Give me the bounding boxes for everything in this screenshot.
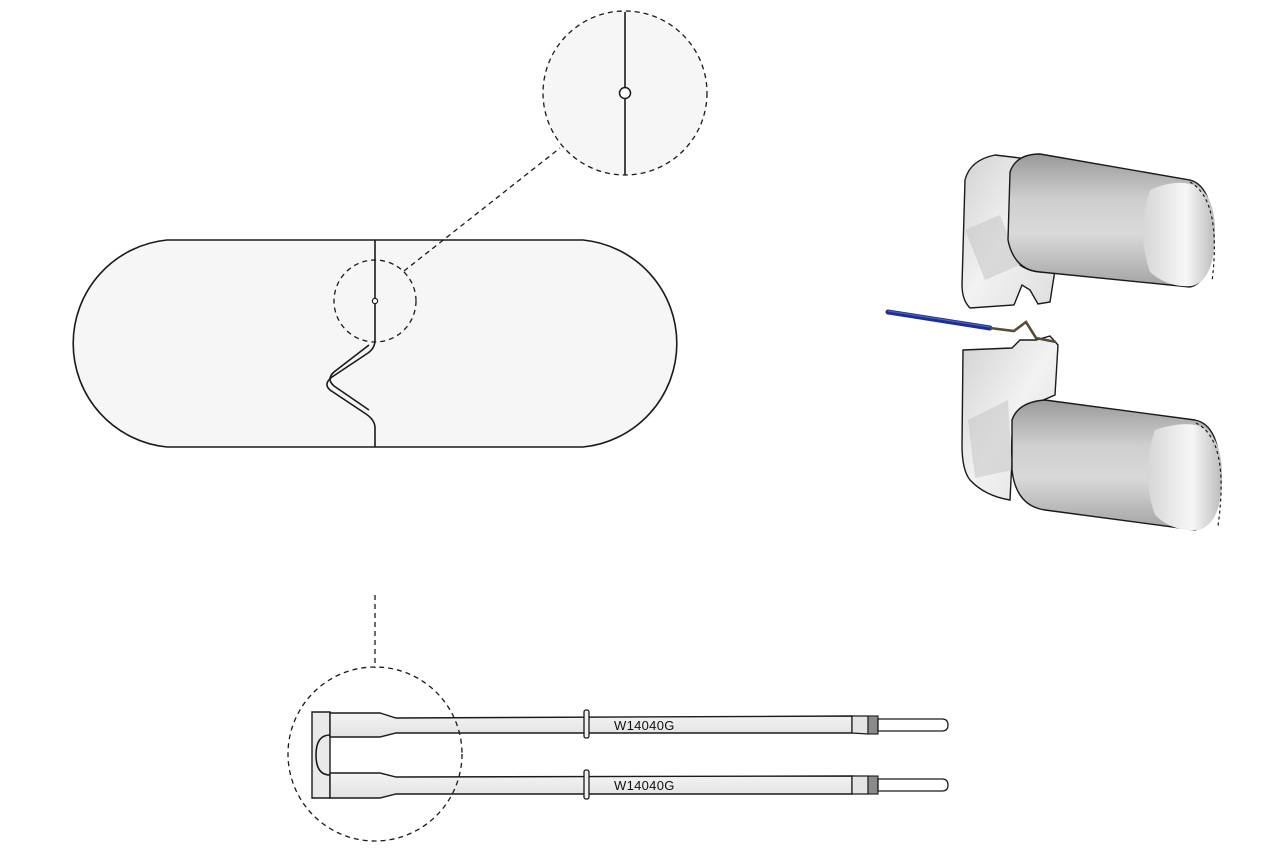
electrode-lower: W14040G bbox=[329, 769, 949, 800]
electrode-upper: W14040G bbox=[329, 709, 949, 739]
electrode-lower-band bbox=[583, 769, 590, 800]
lower-jaw bbox=[961, 335, 1222, 531]
lower-cap-edge bbox=[1195, 422, 1222, 527]
electrode-lower-tip bbox=[877, 778, 949, 792]
wire bbox=[885, 309, 1057, 344]
electrode-upper-tip bbox=[877, 718, 949, 732]
notch-line bbox=[326, 240, 376, 447]
upper-cap-edge bbox=[1189, 181, 1215, 283]
upper-cylinder-cap bbox=[1143, 182, 1215, 287]
electrode-lower-label: W14040G bbox=[614, 778, 675, 793]
detail-circle-small bbox=[333, 259, 417, 343]
upper-jaw bbox=[961, 153, 1215, 309]
capsule-panel bbox=[72, 10, 708, 448]
detail-magnified bbox=[542, 10, 708, 176]
electrode-upper-label: W14040G bbox=[614, 718, 675, 733]
electrode-pair: W14040G W14040G bbox=[287, 595, 949, 842]
wire-insulated bbox=[885, 309, 993, 331]
lower-cylinder-cap bbox=[1147, 424, 1222, 531]
electrode-detail-circle bbox=[287, 666, 463, 842]
detail-dot bbox=[618, 86, 632, 100]
detail-leader bbox=[403, 147, 561, 272]
wire-bare-bent bbox=[989, 320, 1057, 344]
pivot-dot bbox=[371, 297, 379, 305]
electrode-u-body bbox=[311, 711, 331, 799]
gripper-3d bbox=[885, 153, 1222, 531]
lower-jaw-shade bbox=[968, 400, 1012, 478]
electrode-u-bend bbox=[315, 734, 331, 776]
notch-line-inner bbox=[329, 344, 370, 411]
upper-jaw-shade bbox=[965, 215, 1020, 280]
electrode-upper-band bbox=[583, 709, 590, 739]
